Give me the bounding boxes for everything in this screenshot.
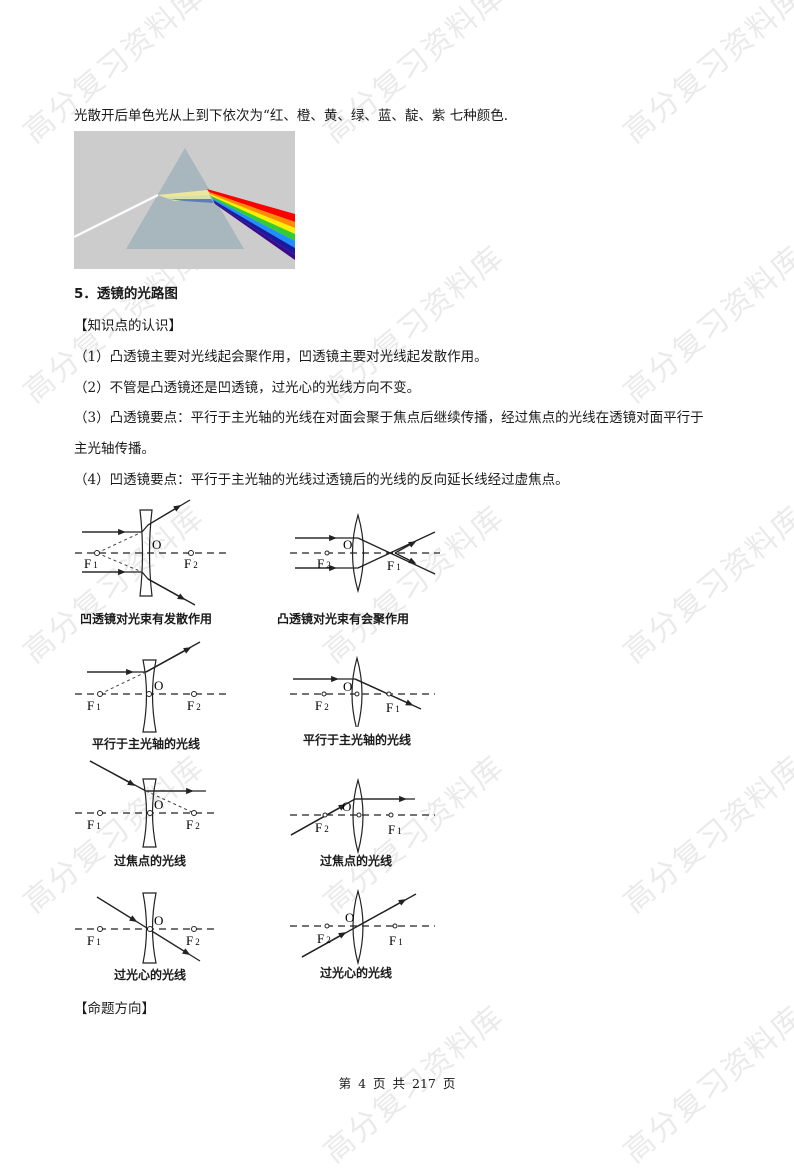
svg-text:F1: F1: [389, 933, 403, 948]
watermark: 高分复习资料库: [17, 0, 212, 151]
svg-text:F2: F2: [315, 698, 329, 713]
svg-text:F1: F1: [87, 698, 101, 713]
svg-text:F1: F1: [387, 558, 401, 573]
svg-text:F2: F2: [317, 931, 331, 946]
svg-text:O: O: [343, 537, 352, 552]
svg-text:O: O: [154, 678, 163, 693]
svg-text:F1: F1: [386, 700, 400, 715]
svg-text:F2: F2: [315, 820, 329, 835]
watermark: 高分复习资料库: [617, 749, 794, 921]
point-2: （2）不管是凸透镜还是凹透镜，过光心的光线方向不变。: [74, 380, 421, 396]
caption-convex-parallel: 平行于主光轴的光线: [303, 733, 412, 747]
svg-text:O: O: [345, 910, 354, 925]
svg-text:F2: F2: [187, 698, 201, 713]
point-3-cont: 主光轴传播。: [74, 441, 155, 457]
svg-text:O: O: [154, 913, 163, 928]
caption-concave-center: 过光心的光线: [114, 968, 187, 982]
caption-convex-focus: 过焦点的光线: [320, 854, 393, 868]
svg-text:O: O: [154, 797, 163, 812]
exam-direction-heading: 【命题方向】: [74, 1001, 155, 1017]
svg-text:F2: F2: [186, 933, 200, 948]
caption-convex-center: 过光心的光线: [320, 966, 393, 980]
svg-text:F2: F2: [186, 817, 200, 832]
watermark: 高分复习资料库: [617, 0, 794, 151]
point-1: （1）凸透镜主要对光线起会聚作用，凹透镜主要对光线起发散作用。: [74, 349, 488, 365]
svg-text:O: O: [342, 799, 351, 814]
svg-text:F2: F2: [184, 556, 198, 571]
page-footer: 第 4 页 共 217 页: [338, 1076, 456, 1091]
caption-concave-diverging: 凹透镜对光束有发散作用: [80, 612, 213, 626]
svg-text:F1: F1: [87, 933, 101, 948]
svg-text:F1: F1: [84, 556, 98, 571]
svg-text:F2: F2: [317, 556, 331, 571]
watermark: 高分复习资料库: [617, 499, 794, 671]
caption-convex-converging: 凸透镜对光束有会聚作用: [277, 612, 410, 626]
knowledge-heading: 【知识点的认识】: [74, 318, 182, 334]
point-3: （3）凸透镜要点：平行于主光轴的光线在对面会聚于焦点后继续传播，经过焦点的光线在…: [74, 410, 704, 426]
intro-text: 光散开后单色光从上到下依次为“红、橙、黄、绿、蓝、靛、紫 七种颜色.: [74, 108, 508, 124]
svg-text:F1: F1: [388, 822, 402, 837]
svg-text:O: O: [152, 537, 161, 552]
svg-text:F1: F1: [87, 817, 101, 832]
watermark: 高分复习资料库: [617, 239, 794, 411]
point-4: （4）凹透镜要点：平行于主光轴的光线过透镜后的光线的反向延长线经过虚焦点。: [74, 472, 569, 488]
watermark: 高分复习资料库: [317, 0, 512, 151]
section-title: 5．透镜的光路图: [74, 286, 178, 302]
caption-concave-focus: 过焦点的光线: [114, 854, 187, 868]
prism-dispersion-image: [73, 131, 295, 269]
caption-concave-parallel: 平行于主光轴的光线: [92, 737, 201, 751]
svg-text:O: O: [343, 679, 352, 694]
